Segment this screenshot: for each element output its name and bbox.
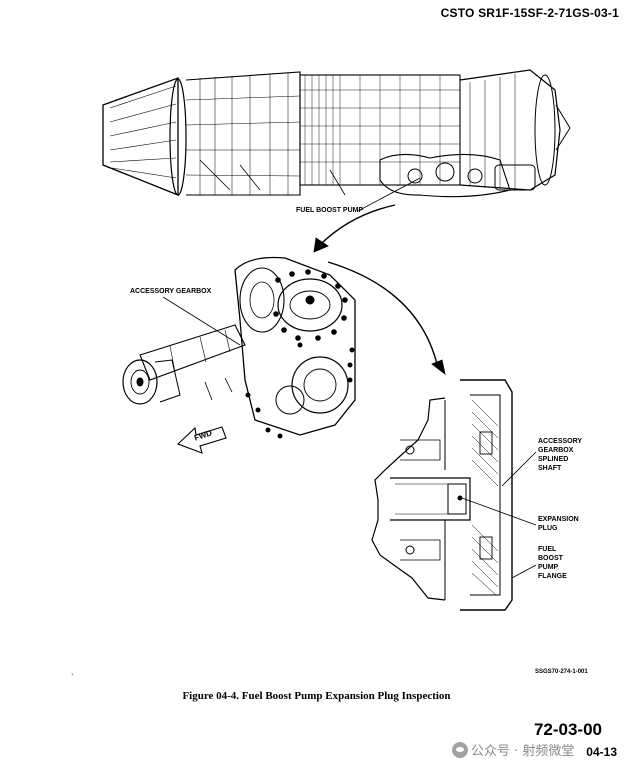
label-pump-flange: FUEL BOOST PUMP FLANGE — [538, 546, 567, 580]
label-expansion-plug: EXPANSION PLUG — [538, 516, 579, 532]
section-detail-drawing — [371, 379, 513, 611]
label-fuel-boost-pump: FUEL BOOST PUMP — [296, 207, 364, 214]
watermark-text: 公众号 · 射频微堂 — [471, 744, 575, 759]
leader-accessory-gearbox — [162, 296, 241, 346]
art-code: SSGS70-274-1-001 — [535, 669, 588, 675]
technical-illustration — [102, 69, 571, 611]
leader-pump-flange — [511, 564, 537, 579]
leader-fuel-boost-pump — [357, 177, 421, 212]
wechat-icon — [452, 742, 468, 758]
arrow-engine-to-pump — [319, 204, 396, 246]
watermark: 公众号 · 射频微堂 — [452, 740, 574, 759]
engine-drawing — [102, 69, 571, 198]
stray-mark: ` — [71, 673, 74, 682]
document-id: CSTO SR1F-15SF-2-71GS-03-1 — [440, 6, 619, 20]
fwd-arrow — [176, 426, 227, 454]
figure-caption: Figure 04-4. Fuel Boost Pump Expansion P… — [182, 690, 451, 702]
arrow-pump-to-section — [327, 261, 439, 369]
leader-expansion-plug — [461, 497, 537, 526]
leader-splined-shaft — [501, 451, 537, 487]
gearbox-pump-drawing — [122, 256, 356, 439]
page-number: 04-13 — [586, 745, 617, 759]
section-number: 72-03-00 — [533, 720, 602, 739]
label-accessory-gearbox: ACCESSORY GEARBOX — [130, 288, 212, 295]
label-splined-shaft: ACCESSORY GEARBOX SPLINED SHAFT — [538, 438, 583, 472]
